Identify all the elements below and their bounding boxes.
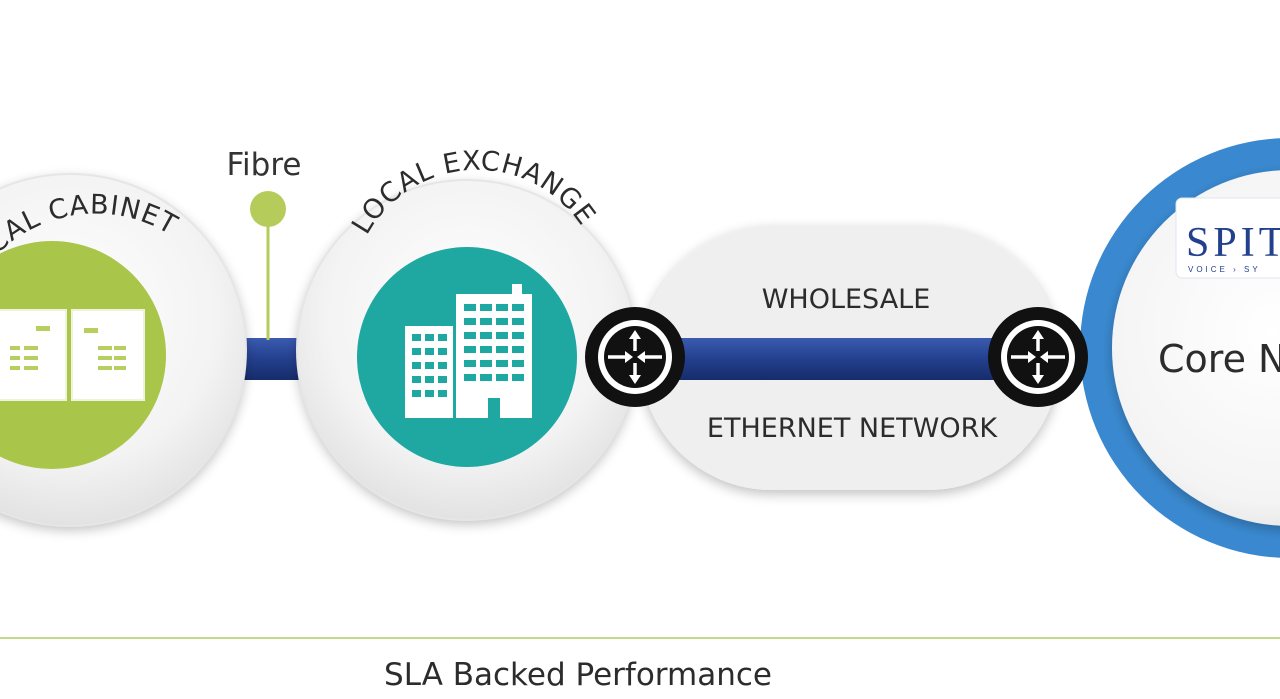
network-top-label: WHOLESALE xyxy=(762,284,931,315)
router-icon xyxy=(585,307,685,407)
router-icon xyxy=(988,307,1088,407)
core-logo: SPIT VOICE › SY xyxy=(1175,197,1280,279)
core-label: Core N xyxy=(1158,337,1280,381)
core-node: SPIT VOICE › SY Core N xyxy=(1080,138,1280,558)
core-logo-text: SPIT xyxy=(1186,220,1280,266)
fibre-label: Fibre xyxy=(226,147,301,183)
footer-label: SLA Backed Performance xyxy=(384,657,772,693)
network-bottom-label: ETHERNET NETWORK xyxy=(707,413,998,444)
core-logo-tagline: VOICE › SY xyxy=(1188,265,1261,274)
cabinet-icon xyxy=(0,309,145,401)
exchange-node: LOCAL EXCHANGE xyxy=(296,146,638,521)
building-icon xyxy=(405,284,532,418)
fibre-marker-icon xyxy=(250,191,286,340)
cabinet-node: LOCAL CABINET xyxy=(0,173,247,527)
